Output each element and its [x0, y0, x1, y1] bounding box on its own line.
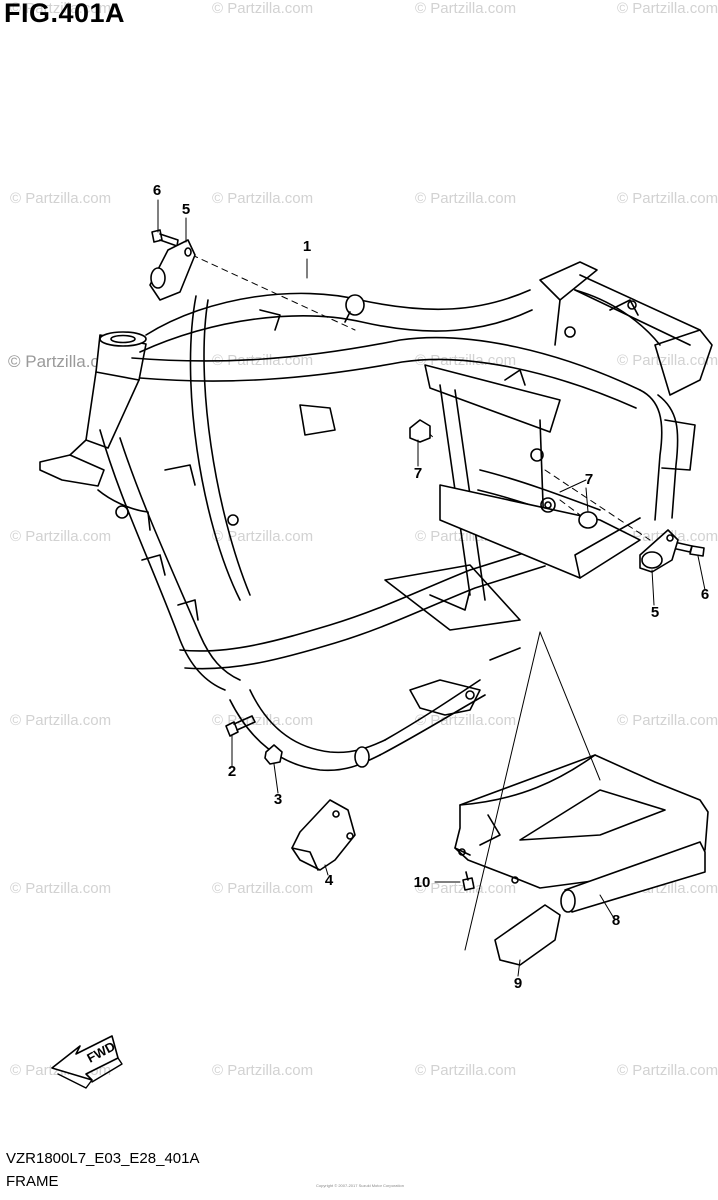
cover-tip-9 — [494, 904, 561, 966]
forward-direction-arrow: FWD — [51, 1035, 123, 1089]
watermark: © Partzilla.com — [10, 880, 112, 897]
bolt-2 — [225, 715, 256, 737]
watermark: © Partzilla.com — [415, 190, 517, 207]
callout-10: 10 — [413, 874, 431, 891]
watermark: © Partzilla.com — [8, 352, 123, 371]
part-code: VZR1800L7_E03_E28_401A — [6, 1150, 200, 1167]
watermark: © Partzilla.com — [617, 0, 718, 17]
alignment-lines — [191, 254, 651, 541]
watermark: © Partzilla.com — [10, 0, 112, 17]
bracket-5-right — [639, 529, 679, 573]
watermark: © Partzilla.com — [212, 712, 314, 729]
watermark: © Partzilla.com — [617, 1062, 718, 1079]
diagram-caption: FRAME — [6, 1173, 59, 1190]
watermark: © Partzilla.com — [415, 0, 517, 17]
callout-7-right: 7 — [584, 471, 594, 488]
collar-7-left — [409, 419, 431, 443]
frame-body — [39, 261, 713, 772]
bracket-4 — [291, 799, 356, 871]
watermark: © Partzilla.com — [212, 528, 314, 545]
callout-6-right: 6 — [700, 586, 710, 603]
bolt-6-left — [151, 229, 179, 247]
callout-6-left: 6 — [152, 182, 162, 199]
collar-7-right — [578, 511, 598, 529]
watermark: © Partzilla.com — [10, 528, 112, 545]
watermark: © Partzilla.com — [415, 1062, 517, 1079]
bolt-10 — [462, 871, 475, 891]
figure-title: FIG.401A — [4, 0, 126, 28]
watermark: © Partzilla.com — [212, 1062, 314, 1079]
watermark: © Partzilla.com — [617, 352, 718, 369]
watermark: © Partzilla.com — [415, 712, 517, 729]
callout-1: 1 — [302, 238, 312, 255]
watermark: © Partzilla.com — [212, 880, 314, 897]
callout-4: 4 — [324, 872, 334, 889]
bracket-5-left — [149, 239, 196, 301]
callout-9: 9 — [513, 975, 523, 992]
bolt-6-right — [671, 541, 705, 557]
watermark: © Partzilla.com — [212, 0, 314, 17]
leader-lines — [157, 199, 706, 977]
watermark: © Partzilla.com — [617, 712, 718, 729]
callout-5-right: 5 — [650, 604, 660, 621]
callout-5-left: 5 — [181, 201, 191, 218]
callout-2: 2 — [227, 763, 237, 780]
copyright-notice: Copyright © 2007-2017 Suzuki Motor Corpo… — [316, 1183, 404, 1188]
callout-8: 8 — [611, 912, 621, 929]
callout-7-left: 7 — [413, 465, 423, 482]
watermark: © Partzilla.com — [10, 712, 112, 729]
nut-3 — [264, 744, 283, 765]
watermark: © Partzilla.com — [212, 190, 314, 207]
watermark: © Partzilla.com — [617, 190, 718, 207]
callout-3: 3 — [273, 791, 283, 808]
watermark: © Partzilla.com — [10, 190, 112, 207]
